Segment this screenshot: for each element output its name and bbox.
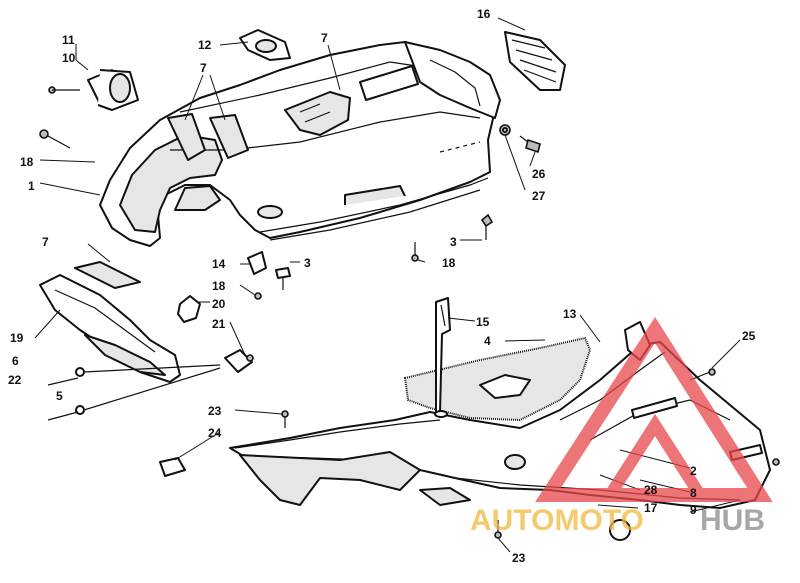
- callout-7-left: 7: [42, 235, 49, 249]
- callout-23-bottom: 23: [512, 551, 526, 565]
- dash-recess: [284, 91, 351, 136]
- callout-1: 1: [28, 179, 35, 193]
- callout-17: 17: [644, 501, 658, 515]
- callout-27: 27: [532, 189, 546, 203]
- clip-20: [177, 295, 201, 323]
- watermark-text-left: AUTOMOTO: [470, 504, 644, 537]
- callout-13: 13: [563, 307, 577, 321]
- vent-assembly: [48, 69, 139, 111]
- callout-10: 10: [62, 51, 76, 65]
- callout-12: 12: [198, 38, 212, 52]
- callout-3-center: 3: [304, 256, 311, 270]
- hardware-lower-left: [47, 349, 254, 421]
- upper-console-assembly: [99, 41, 501, 247]
- callout-24: 24: [208, 426, 222, 440]
- callout-18-mid: 18: [442, 256, 456, 270]
- callout-labels: 11 10 12 7 7 16 18 1 26 27 3 7 14 3 18 1…: [8, 7, 756, 565]
- callout-2: 2: [690, 464, 697, 478]
- watermark-triangle-logo: [535, 317, 773, 502]
- callout-9: 9: [690, 503, 697, 517]
- lower-skirt: [239, 451, 421, 506]
- callout-20: 20: [212, 297, 226, 311]
- callout-14: 14: [212, 257, 226, 271]
- callout-18-upper: 18: [20, 155, 34, 169]
- watermark: AUTOMOTO HUB: [470, 317, 773, 537]
- right-block: [359, 65, 419, 101]
- callout-15: 15: [476, 315, 490, 329]
- callout-26: 26: [532, 167, 546, 181]
- callout-25: 25: [742, 329, 756, 343]
- callout-16: 16: [477, 7, 491, 21]
- watermark-text-right: HUB: [700, 504, 765, 537]
- callout-6: 6: [12, 354, 19, 368]
- callout-19: 19: [10, 331, 24, 345]
- callout-23-top: 23: [208, 404, 222, 418]
- callout-21: 21: [212, 317, 226, 331]
- callout-3-right: 3: [450, 235, 457, 249]
- bracket-19: [39, 274, 181, 383]
- callout-7-top: 7: [321, 31, 328, 45]
- fill-cap: [239, 29, 291, 61]
- callout-18-lower: 18: [212, 279, 226, 293]
- steering-well: [119, 134, 223, 233]
- pad-left: [167, 113, 206, 161]
- callout-5: 5: [56, 389, 63, 403]
- pad-right: [209, 114, 249, 159]
- callout-22: 22: [8, 373, 22, 387]
- bracket-14: [247, 251, 267, 275]
- pad-7-lower: [74, 261, 141, 289]
- callout-11: 11: [62, 33, 75, 47]
- callout-8: 8: [690, 486, 697, 500]
- leader-lines: [34, 17, 741, 553]
- callout-7-top-left: 7: [200, 61, 207, 75]
- callout-28: 28: [644, 483, 658, 497]
- side-grille: [504, 31, 566, 91]
- callout-4: 4: [484, 334, 491, 348]
- fasteners-upper: [39, 124, 541, 300]
- rear-tower: [404, 41, 501, 119]
